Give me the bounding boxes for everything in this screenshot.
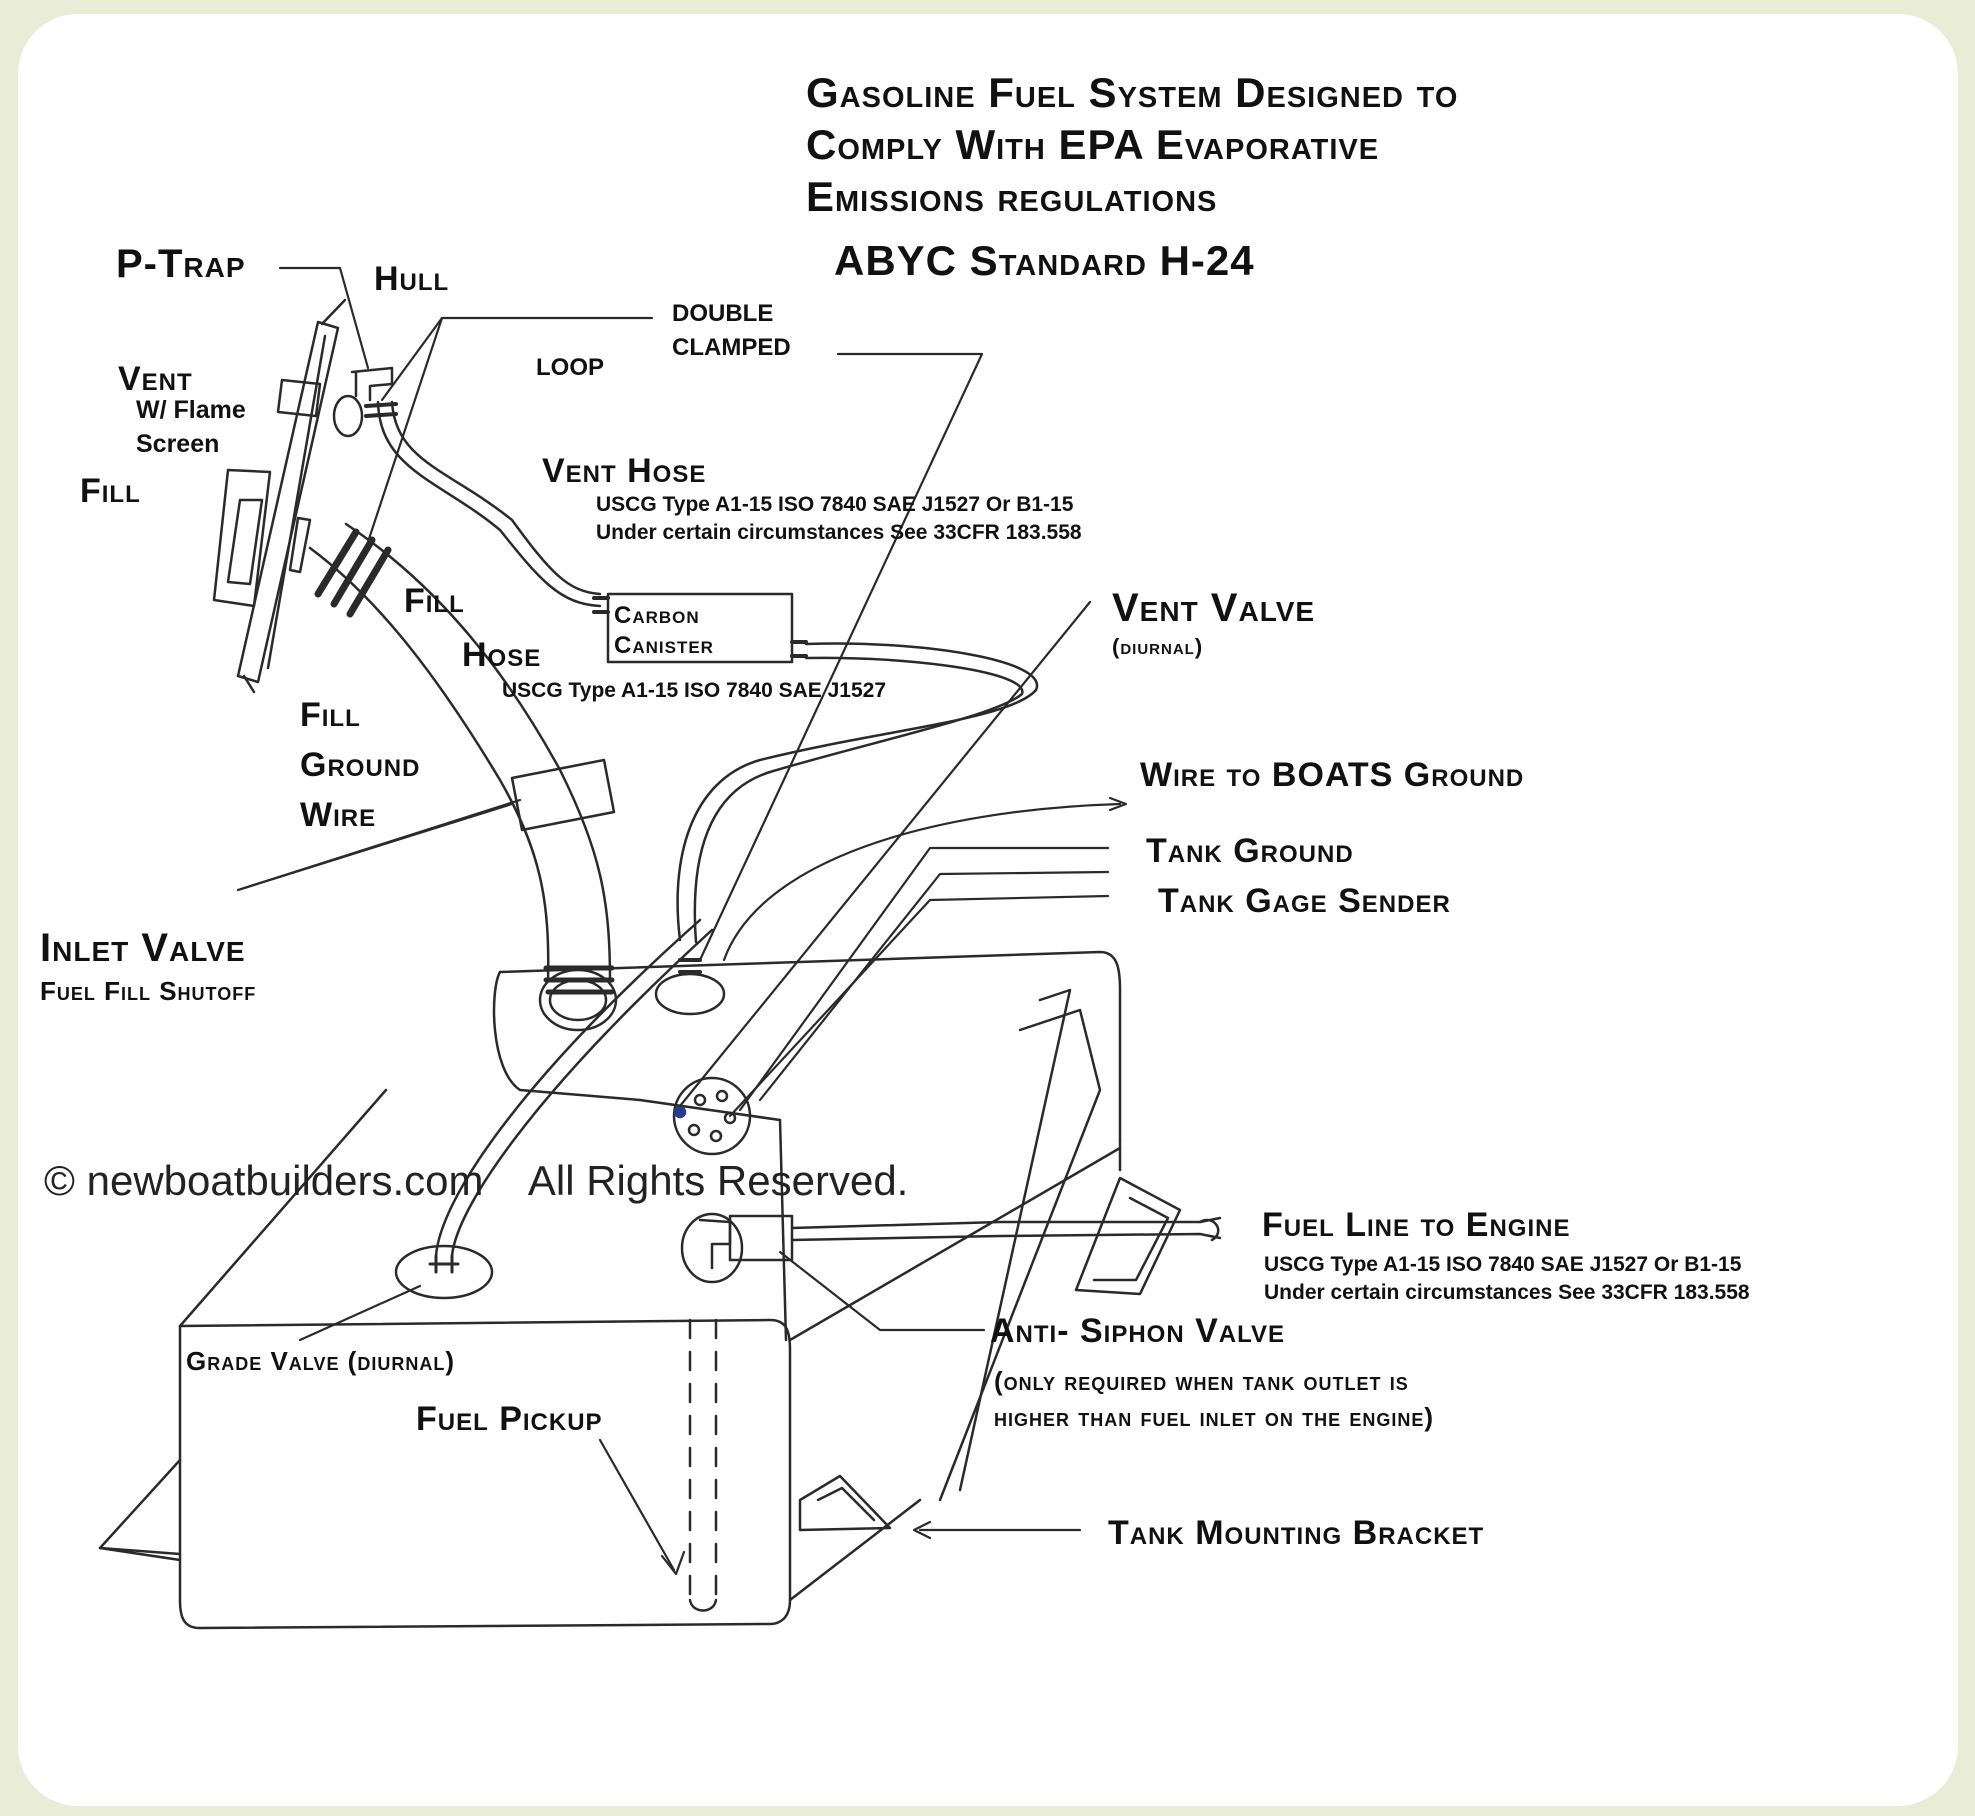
fuel-pickup-tube bbox=[690, 1320, 716, 1611]
label-anti-siphon-note-2: higher than fuel inlet on the engine) bbox=[994, 1402, 1434, 1432]
label-vent-hose-spec-1: USCG Type A1-15 ISO 7840 SAE J1527 Or B1… bbox=[596, 493, 1074, 516]
fuel-line bbox=[792, 1218, 1220, 1240]
label-carbon-canister-1: Carbon bbox=[614, 602, 700, 629]
label-vent-hose-spec-2: Under certain circumstances See 33CFR 18… bbox=[596, 521, 1082, 544]
anti-siphon-valve bbox=[682, 1214, 792, 1282]
label-vent-flame-2: Screen bbox=[136, 430, 220, 458]
label-fill-hose-2: Hose bbox=[462, 636, 542, 674]
copyright-notice: © newboatbuilders.com All Rights Reserve… bbox=[44, 1157, 909, 1204]
label-tank-ground: Tank Ground bbox=[1146, 832, 1354, 870]
label-vent-flame-1: W/ Flame bbox=[136, 396, 246, 424]
label-inlet-valve: Inlet Valve bbox=[40, 926, 246, 970]
label-carbon-canister-2: Canister bbox=[614, 632, 714, 659]
label-vent-valve-sub: (diurnal) bbox=[1112, 634, 1204, 659]
label-hull: Hull bbox=[374, 260, 450, 298]
label-anti-siphon-valve: Anti- Siphon Valve bbox=[990, 1312, 1286, 1350]
label-wire-to-boats-ground: Wire to BOATS Ground bbox=[1140, 756, 1525, 794]
label-fill: Fill bbox=[80, 472, 141, 510]
label-fill-ground-2: Ground bbox=[300, 746, 421, 784]
fill-inlet-fitting bbox=[540, 970, 616, 1030]
label-double-clamped-2: CLAMPED bbox=[672, 334, 791, 361]
label-vent-valve: Vent Valve bbox=[1112, 586, 1316, 630]
vent-hose bbox=[366, 402, 600, 606]
label-tank-gage-sender: Tank Gage Sender bbox=[1158, 882, 1451, 920]
title-line-1: Gasoline Fuel System Designed to bbox=[806, 69, 1459, 116]
tank-gage-sender bbox=[674, 1078, 750, 1154]
hull-panel bbox=[238, 300, 345, 692]
fuel-tank bbox=[100, 952, 1120, 1628]
label-fill-hose-1: Fill bbox=[404, 582, 465, 620]
label-vent: Vent bbox=[118, 360, 193, 398]
vent-fitting bbox=[278, 368, 392, 436]
label-vent-hose: Vent Hose bbox=[542, 452, 707, 490]
label-fuel-line-spec-2: Under certain circumstances See 33CFR 18… bbox=[1264, 1281, 1750, 1304]
label-fill-ground-3: Wire bbox=[300, 796, 377, 834]
label-fuel-pickup: Fuel Pickup bbox=[416, 1400, 603, 1438]
leader-lines bbox=[238, 268, 1126, 1574]
carbon-canister bbox=[594, 594, 806, 662]
label-fill-ground-1: Fill bbox=[300, 696, 361, 734]
fill-deck-plate bbox=[214, 470, 310, 606]
label-tank-mounting-bracket: Tank Mounting Bracket bbox=[1108, 1514, 1485, 1552]
vent-valve-fitting bbox=[656, 960, 724, 1014]
title-line-4: ABYC Standard H-24 bbox=[834, 237, 1255, 284]
canister-to-tank-hose bbox=[678, 643, 1037, 942]
tank-mounting-bracket-upper bbox=[1076, 1178, 1180, 1294]
label-fuel-line: Fuel Line to Engine bbox=[1262, 1206, 1571, 1244]
label-fill-hose-spec: USCG Type A1-15 ISO 7840 SAE J1527 bbox=[502, 679, 887, 702]
grade-valve bbox=[396, 920, 712, 1298]
label-fuel-line-spec-1: USCG Type A1-15 ISO 7840 SAE J1527 Or B1… bbox=[1264, 1253, 1742, 1276]
label-double-clamped-1: DOUBLE bbox=[672, 300, 774, 327]
label-loop: LOOP bbox=[536, 354, 605, 381]
title-line-3: Emissions regulations bbox=[806, 173, 1218, 220]
label-anti-siphon-note-1: (only required when tank outlet is bbox=[994, 1366, 1409, 1396]
label-inlet-valve-sub: Fuel Fill Shutoff bbox=[40, 976, 257, 1006]
tank-mounting-bracket-lower bbox=[800, 1476, 890, 1530]
label-grade-valve: Grade Valve (diurnal) bbox=[186, 1346, 455, 1376]
label-p-trap: P-Trap bbox=[116, 242, 246, 286]
title-line-2: Comply With EPA Evaporative bbox=[806, 121, 1380, 168]
paper-background bbox=[18, 14, 1958, 1806]
